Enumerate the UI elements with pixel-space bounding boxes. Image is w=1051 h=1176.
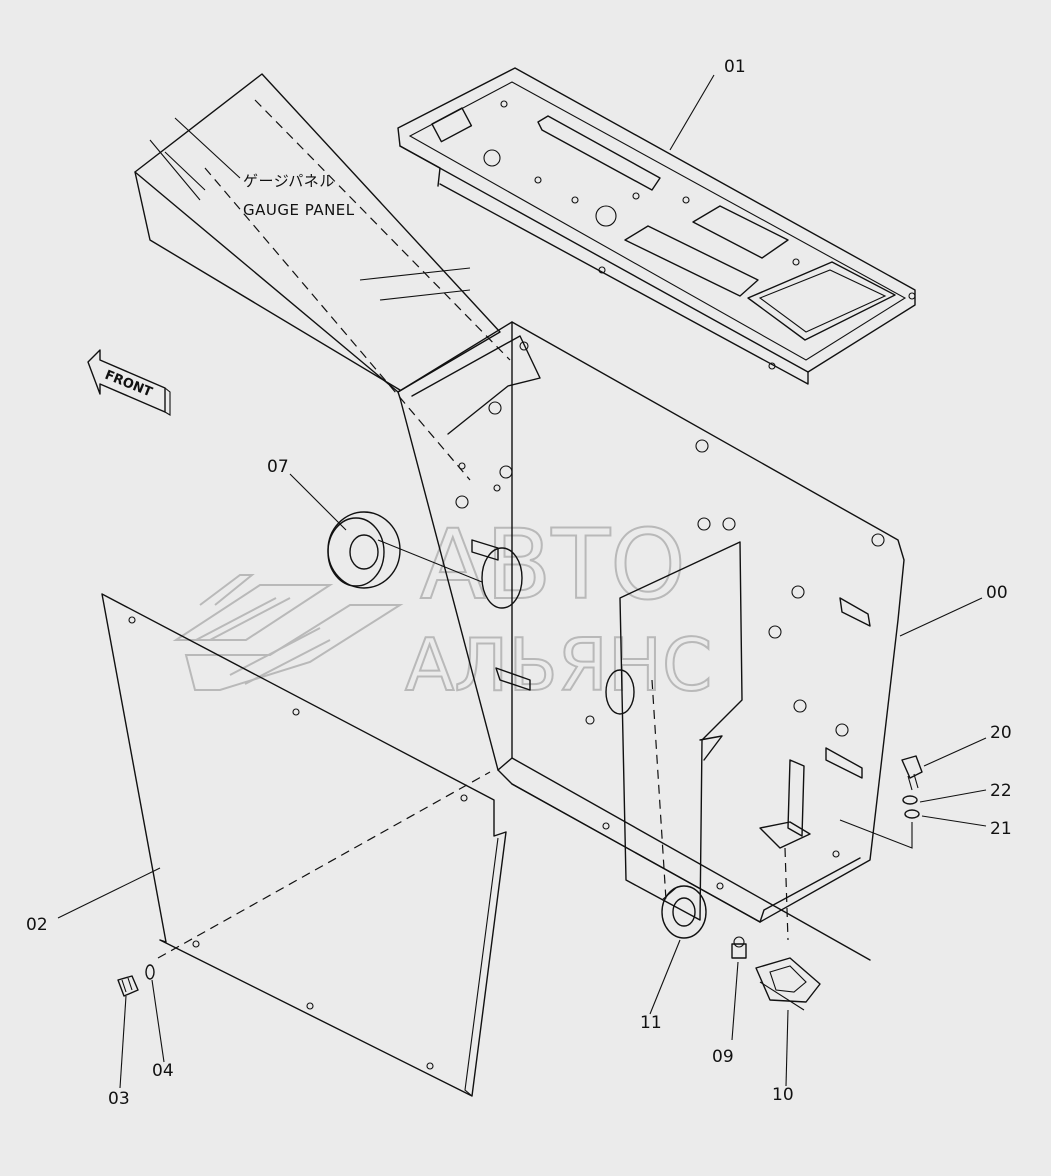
label-02: 02 bbox=[26, 915, 48, 935]
part-20-bolt bbox=[901, 755, 923, 791]
part-07-grommet bbox=[327, 511, 483, 589]
label-20: 20 bbox=[990, 723, 1012, 743]
watermark-line2: АЛЬЯНС bbox=[405, 623, 712, 707]
alignment-line-20 bbox=[839, 819, 913, 849]
part-22-washer bbox=[902, 795, 918, 805]
leader-lines bbox=[57, 74, 987, 1089]
part-00-main-frame bbox=[397, 321, 905, 961]
label-07: 07 bbox=[267, 457, 289, 477]
label-22: 22 bbox=[990, 781, 1012, 801]
caption-english: GAUGE PANEL bbox=[243, 201, 355, 219]
alignment-line-10 bbox=[784, 847, 789, 941]
part-02-side-plate bbox=[101, 593, 507, 1097]
part-09-plug bbox=[731, 936, 747, 959]
part-21-washer bbox=[904, 809, 920, 819]
caption-japanese: ゲージパネル bbox=[243, 172, 335, 190]
part-01-cover-plate bbox=[397, 67, 916, 385]
label-21: 21 bbox=[990, 819, 1012, 839]
part-11-grommet bbox=[661, 885, 707, 939]
label-09: 09 bbox=[712, 1047, 734, 1067]
label-00: 00 bbox=[986, 583, 1008, 603]
part-10-seal bbox=[755, 957, 821, 1011]
watermark-logo bbox=[172, 574, 404, 691]
label-11: 11 bbox=[640, 1013, 662, 1033]
part-03-bolt bbox=[117, 975, 139, 997]
gauge-panel-housing: ゲージパネル GAUGE PANEL bbox=[134, 73, 511, 481]
alignment-line-02 bbox=[157, 771, 491, 959]
label-01: 01 bbox=[724, 57, 746, 77]
part-labels: 01 00 07 02 03 04 11 09 10 20 22 21 bbox=[26, 57, 1012, 1109]
part-04-washer bbox=[145, 964, 155, 980]
alignment-line-11 bbox=[651, 679, 667, 901]
label-04: 04 bbox=[152, 1061, 174, 1081]
label-10: 10 bbox=[772, 1085, 794, 1105]
watermark-line1: АВТО bbox=[420, 509, 686, 621]
watermark: АВТО АЛЬЯНС bbox=[172, 508, 713, 708]
front-direction-arrow: FRONT bbox=[87, 349, 171, 416]
label-03: 03 bbox=[108, 1089, 130, 1109]
